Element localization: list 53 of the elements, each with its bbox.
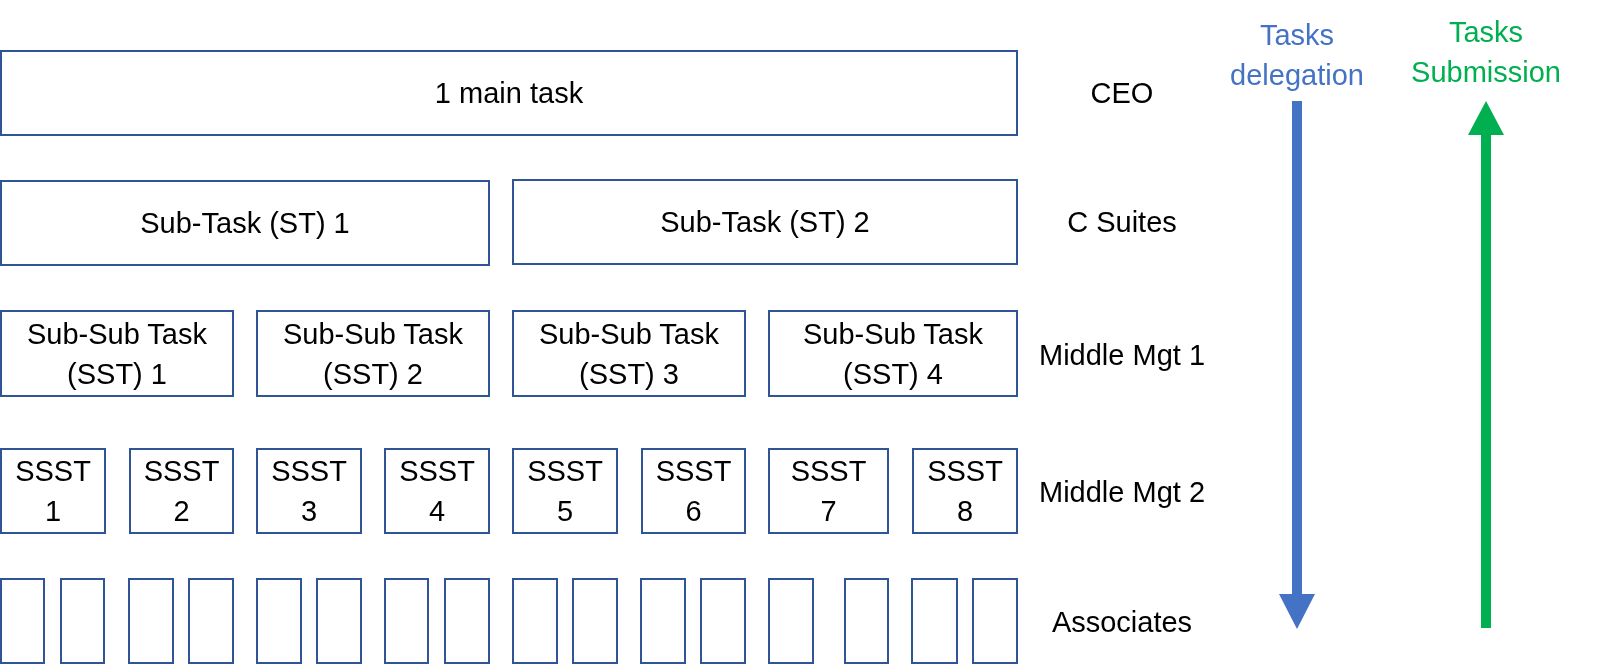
task-label: 1 main task [434,76,584,111]
task-box [384,448,490,534]
task-box [129,448,234,534]
empty-box [972,578,1018,664]
level-label: Associates [1051,605,1193,640]
empty-box [844,578,889,664]
empty-box [316,578,362,664]
empty-box [512,578,558,664]
task-label: Sub-Task (ST) 1 [140,206,350,241]
task-label: Sub-Sub Task (SST) 2 [282,316,464,392]
empty-box [572,578,618,664]
empty-box [640,578,686,664]
task-label: SSST 7 [789,454,868,529]
task-box [0,180,490,266]
task-box [0,448,106,534]
task-label: SSST 6 [654,454,733,529]
task-label: Sub-Sub Task (SST) 1 [26,316,208,392]
empty-box [444,578,490,664]
task-label: SSST 4 [398,454,476,529]
task-box [256,448,362,534]
direction-label: Tasks delegation [1230,18,1364,93]
task-label: SSST 3 [270,454,348,529]
direction-label: Tasks Submission [1411,15,1561,90]
task-label: SSST 1 [14,454,92,529]
task-box [641,448,746,534]
task-box [512,179,1018,265]
empty-box [768,578,814,664]
task-box [256,310,490,397]
empty-box [60,578,105,664]
empty-box [911,578,958,664]
empty-box [188,578,234,664]
empty-box [256,578,302,664]
empty-box [700,578,746,664]
empty-box [128,578,174,664]
task-box [512,448,618,534]
task-label: SSST 2 [142,454,221,529]
level-label: CEO [1090,76,1154,111]
level-label: C Suites [1067,205,1177,240]
task-label: Sub-Sub Task (SST) 3 [538,316,720,392]
task-label: Sub-Task (ST) 2 [660,205,870,240]
task-box [768,310,1018,397]
task-box [768,448,889,534]
level-label: Middle Mgt 2 [1039,475,1205,510]
empty-box [0,578,45,664]
task-box [912,448,1018,534]
task-label: SSST 8 [926,454,1004,529]
task-box [512,310,746,397]
empty-box [384,578,429,664]
task-label: SSST 5 [526,454,604,529]
task-box [0,310,234,397]
level-label: Middle Mgt 1 [1039,338,1205,373]
task-box [0,50,1018,136]
task-label: Sub-Sub Task (SST) 4 [802,316,984,392]
